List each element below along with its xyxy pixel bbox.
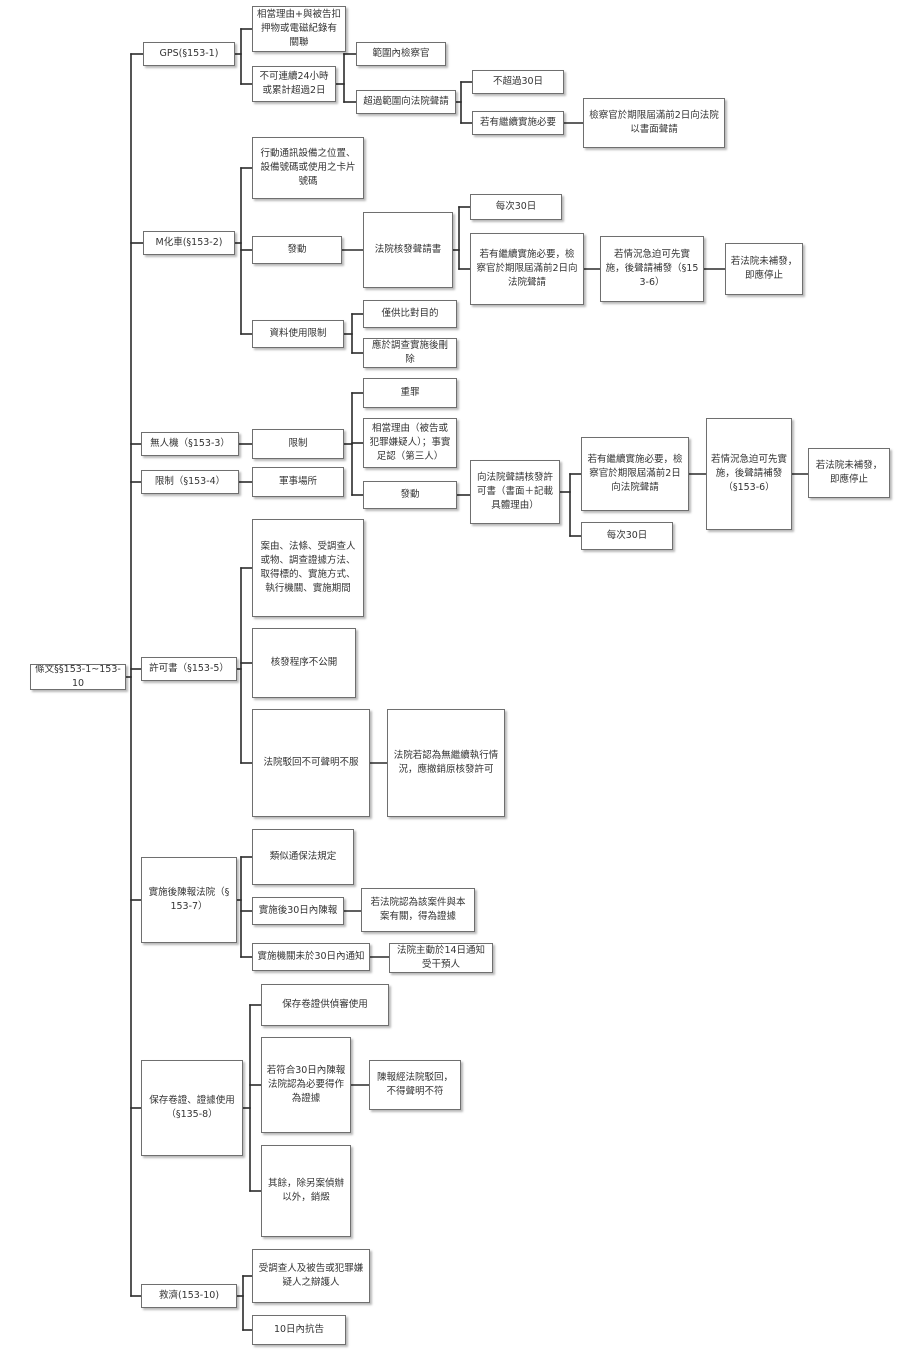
mcar-launch-node: 發動 — [252, 236, 342, 264]
report-evidence-node: 若法院認為該案件與本案有關，得為證據 — [361, 888, 475, 932]
gps-node: GPS(§153-1) — [143, 42, 235, 66]
mcar-delete-node: 應於調查實施後刪除 — [363, 338, 457, 368]
gps-beyond-node: 超過範圍向法院聲請 — [356, 90, 456, 114]
mcar-node: M化車(§153-2) — [143, 231, 235, 255]
preserve-rejected-node: 陳報經法院駁回，不得聲明不符 — [369, 1060, 461, 1110]
restrict-node: 限制（§153-4） — [141, 470, 239, 494]
gps-limit-node: 不可連續24小時或累計超過2日 — [252, 66, 336, 102]
drone-each30-node: 每次30日 — [581, 522, 673, 550]
drone-notissued-node: 若法院未補發，即應停止 — [808, 448, 890, 498]
mcar-datalimit-node: 資料使用限制 — [252, 320, 344, 348]
remedy-who-node: 受調查人及被告或犯罪嫌疑人之辯護人 — [252, 1249, 370, 1303]
drone-node: 無人機（§153-3） — [141, 432, 239, 456]
drone-felony-node: 重罪 — [363, 378, 457, 408]
permit-items-node: 案由、法條、受調查人或物、調查證據方法、取得標的、實施方式、執行機關、實施期間 — [252, 519, 364, 617]
mcar-notissued-node: 若法院未補發，即應停止 — [725, 243, 803, 295]
report-within30-node: 實施後30日內陳報 — [252, 897, 344, 925]
drone-limit-node: 限制 — [252, 429, 344, 459]
gps-renew-node: 檢察官於期限屆滿前2日向法院以書面聲請 — [583, 98, 725, 148]
drone-continue-node: 若有繼續實施必要，檢察官於期限屆滿前2日向法院聲請 — [581, 437, 689, 511]
preserve-destroy-node: 其餘，除另案偵辦以外，銷燬 — [261, 1145, 351, 1237]
permit-revoke-node: 法院若認為無繼續執行情況，應撤銷原核發許可 — [387, 709, 505, 817]
gps-within-node: 範圍內檢察官 — [356, 42, 446, 66]
gps-cause-node: 相當理由+與被告扣押物或電磁紀錄有關聯 — [252, 6, 346, 52]
drone-urgent-node: 若情況急迫可先實施，後聲請補發（§153-6） — [706, 418, 792, 530]
permit-node: 許可書（§153-5） — [141, 657, 237, 681]
drone-court-node: 向法院聲請核發許可書（書面＋記載具體理由） — [470, 460, 560, 524]
report-node: 實施後陳報法院（§153-7） — [141, 857, 237, 943]
mcar-urgent-node: 若情況急迫可先實施，後聲請補發（§153-6） — [600, 236, 704, 302]
gps-continue-node: 若有繼續實施必要 — [472, 111, 564, 135]
preserve-condition-node: 若符合30日內陳報法院認為必要得作為證據 — [261, 1037, 351, 1133]
restrict-military-node: 軍事場所 — [252, 467, 344, 497]
report-similar-node: 類似通保法規定 — [252, 829, 354, 885]
mcar-court-node: 法院核發聲請書 — [363, 212, 453, 288]
report-notify14-node: 法院主動於14日通知受干預人 — [389, 943, 493, 973]
preserve-node: 保存卷證、證據使用（§135-8） — [141, 1060, 243, 1156]
preserve-keep-node: 保存卷證供偵審使用 — [261, 984, 389, 1026]
mcar-target-node: 行動通訊設備之位置、設備號碼或使用之卡片號碼 — [252, 137, 364, 199]
permit-noappeal-node: 法院駁回不可聲明不服 — [252, 709, 370, 817]
drone-cause-node: 相當理由（被告或犯罪嫌疑人）；事實足認（第三人） — [363, 418, 457, 468]
report-unnotified-node: 實施機關未於30日內通知 — [252, 943, 370, 971]
permit-closed-node: 核發程序不公開 — [252, 628, 356, 698]
mcar-compareonly-node: 僅供比對目的 — [363, 300, 457, 328]
root-node: 條文§§153-1~153-10 — [30, 664, 126, 690]
remedy-appeal-node: 10日內抗告 — [252, 1315, 346, 1345]
mcar-each30-node: 每次30日 — [470, 194, 562, 220]
gps-max30-node: 不超過30日 — [472, 70, 564, 94]
mcar-continue-node: 若有繼續實施必要，檢察官於期限屆滿前2日向法院聲請 — [470, 233, 584, 305]
remedy-node: 救濟(153-10) — [141, 1284, 237, 1308]
drone-launch-node: 發動 — [363, 481, 457, 509]
